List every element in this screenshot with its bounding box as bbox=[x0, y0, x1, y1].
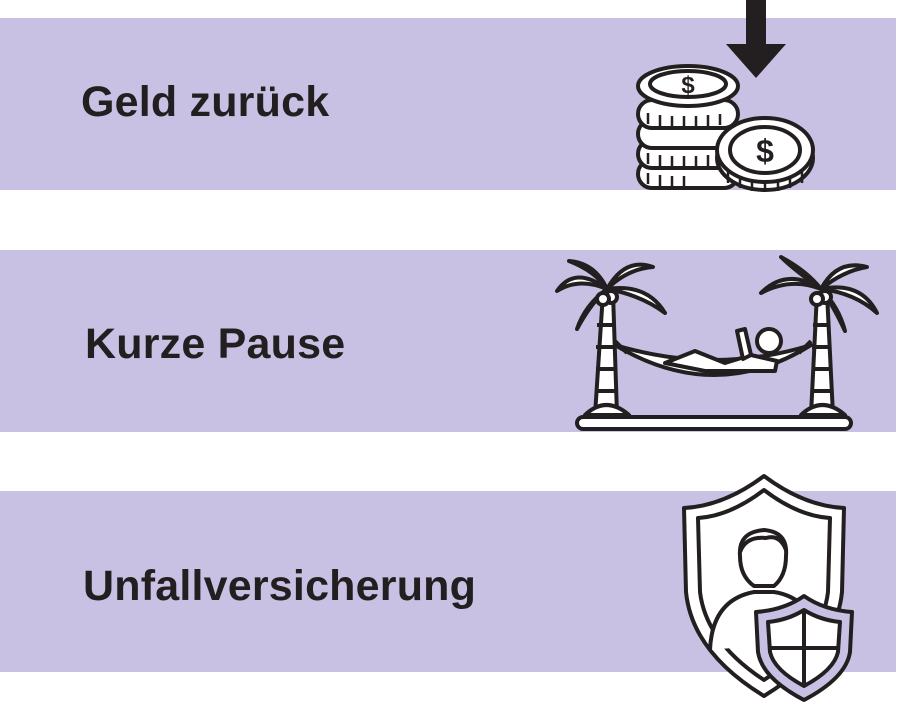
coins-money-back-icon: $ $ bbox=[636, 0, 815, 192]
person-shield-icon bbox=[682, 474, 854, 702]
svg-text:$: $ bbox=[756, 133, 774, 169]
svg-text:$: $ bbox=[681, 72, 695, 99]
benefit-label-accident-insurance: Unfallversicherung bbox=[83, 562, 477, 610]
hammock-palm-trees-icon bbox=[555, 255, 879, 431]
benefit-label-money-back: Geld zurück bbox=[81, 78, 330, 126]
benefit-label-short-break: Kurze Pause bbox=[85, 320, 346, 368]
